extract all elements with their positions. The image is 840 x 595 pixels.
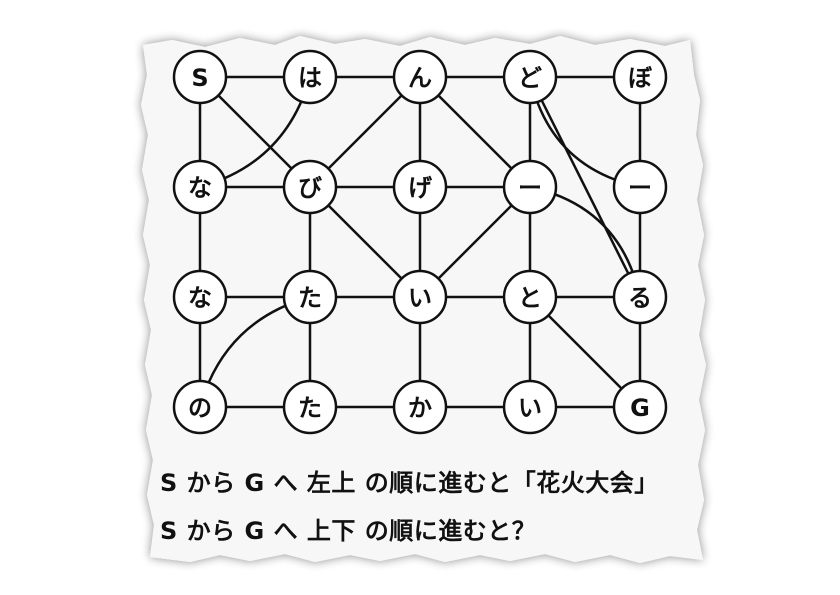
node-label: は bbox=[298, 64, 322, 92]
node-circle bbox=[282, 379, 338, 435]
node-0-0: S bbox=[172, 49, 228, 105]
caption-line-1: S から G へ 左上 の順に進むと「花火大会」 bbox=[160, 469, 659, 497]
node-label: ぼ bbox=[628, 64, 653, 92]
node-2-1: た bbox=[282, 269, 338, 325]
edge-line bbox=[528, 76, 642, 298]
node-3-4: G bbox=[612, 379, 668, 435]
node-circle bbox=[612, 269, 668, 325]
node-0-3: ど bbox=[502, 49, 558, 105]
node-3-2: か bbox=[392, 379, 448, 435]
node-1-3: ー bbox=[502, 159, 558, 215]
node-3-0: の bbox=[172, 379, 228, 435]
node-label: る bbox=[628, 284, 652, 312]
node-circle bbox=[612, 379, 668, 435]
node-label: S bbox=[191, 64, 208, 92]
node-circle bbox=[502, 159, 558, 215]
node-circle bbox=[282, 49, 338, 105]
node-circle bbox=[172, 159, 228, 215]
node-2-0: な bbox=[172, 269, 228, 325]
node-1-2: げ bbox=[392, 159, 448, 215]
node-circle bbox=[172, 49, 228, 105]
node-1-4: ー bbox=[612, 159, 668, 215]
node-label: た bbox=[298, 284, 322, 312]
node-label: な bbox=[188, 174, 212, 202]
node-label: い bbox=[518, 394, 542, 422]
node-label: び bbox=[298, 174, 322, 202]
node-circle bbox=[502, 49, 558, 105]
node-circle bbox=[502, 379, 558, 435]
node-circle bbox=[282, 159, 338, 215]
node-0-4: ぼ bbox=[612, 49, 668, 105]
node-circle bbox=[392, 159, 448, 215]
node-1-1: び bbox=[282, 159, 338, 215]
node-circle bbox=[392, 49, 448, 105]
node-label: の bbox=[188, 394, 212, 422]
node-1-0: な bbox=[172, 159, 228, 215]
node-circle bbox=[282, 269, 338, 325]
node-circle bbox=[612, 49, 668, 105]
node-label: ー bbox=[518, 174, 542, 202]
node-circle bbox=[172, 379, 228, 435]
node-label: ー bbox=[628, 174, 652, 202]
node-circle bbox=[502, 269, 558, 325]
node-2-4: る bbox=[612, 269, 668, 325]
node-circle bbox=[612, 159, 668, 215]
node-circle bbox=[172, 269, 228, 325]
node-label: ん bbox=[408, 64, 432, 92]
node-label: い bbox=[408, 284, 432, 312]
node-circle bbox=[392, 269, 448, 325]
node-label: か bbox=[408, 394, 432, 422]
node-circle bbox=[392, 379, 448, 435]
node-2-2: い bbox=[392, 269, 448, 325]
node-2-3: と bbox=[502, 269, 558, 325]
node-label: た bbox=[298, 394, 322, 422]
node-label: G bbox=[630, 394, 650, 422]
caption-line-2: S から G へ 上下 の順に進むと？ bbox=[160, 517, 537, 545]
node-0-2: ん bbox=[392, 49, 448, 105]
node-label: ど bbox=[518, 64, 542, 92]
node-3-1: た bbox=[282, 379, 338, 435]
node-3-3: い bbox=[502, 379, 558, 435]
node-label: と bbox=[518, 284, 542, 312]
node-0-1: は bbox=[282, 49, 338, 105]
node-label: げ bbox=[408, 174, 433, 202]
node-label: な bbox=[188, 284, 212, 312]
